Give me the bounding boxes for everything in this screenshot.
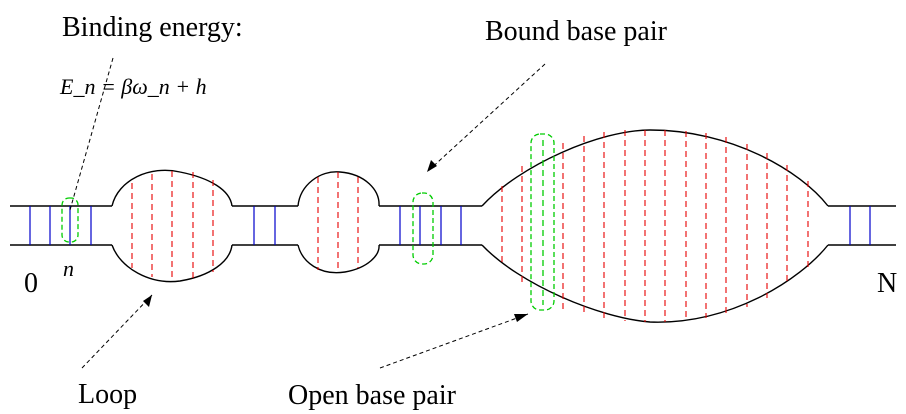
start-index-label: 0 <box>24 268 38 299</box>
highlight-bound-pair-n <box>61 197 79 243</box>
binding-energy-pointer <box>69 57 114 211</box>
end-index-label: N <box>877 268 897 299</box>
double-strand <box>10 205 896 246</box>
pointers <box>69 57 546 369</box>
highlight-bound-pair <box>412 192 434 265</box>
loop-bubble-1 <box>111 169 233 283</box>
binding-energy-label: Binding energy: <box>62 12 243 43</box>
arrowhead-icon <box>514 314 528 322</box>
highlight-open-pair <box>530 133 555 311</box>
bound-base-pair-label: Bound base pair <box>485 16 668 47</box>
arrowhead-icon <box>143 295 152 307</box>
binding-energy-formula: E_n = βω_n + h <box>59 74 207 99</box>
open-base-pair-label: Open base pair <box>288 380 457 411</box>
arrowhead-icon <box>427 160 437 172</box>
bound-base-pairs <box>29 206 871 245</box>
open-pair-pointer <box>379 313 529 369</box>
bound-pair-pointer <box>426 63 546 173</box>
position-n-label: n <box>63 256 74 281</box>
loops <box>111 129 829 323</box>
open-base-pairs <box>131 130 809 322</box>
highlights <box>61 133 555 311</box>
loop-bubble-2 <box>297 171 380 274</box>
loop-bubble-3 <box>481 129 829 323</box>
arrowheads <box>143 160 528 322</box>
loop-pointer <box>81 294 153 369</box>
loop-label: Loop <box>78 379 137 410</box>
